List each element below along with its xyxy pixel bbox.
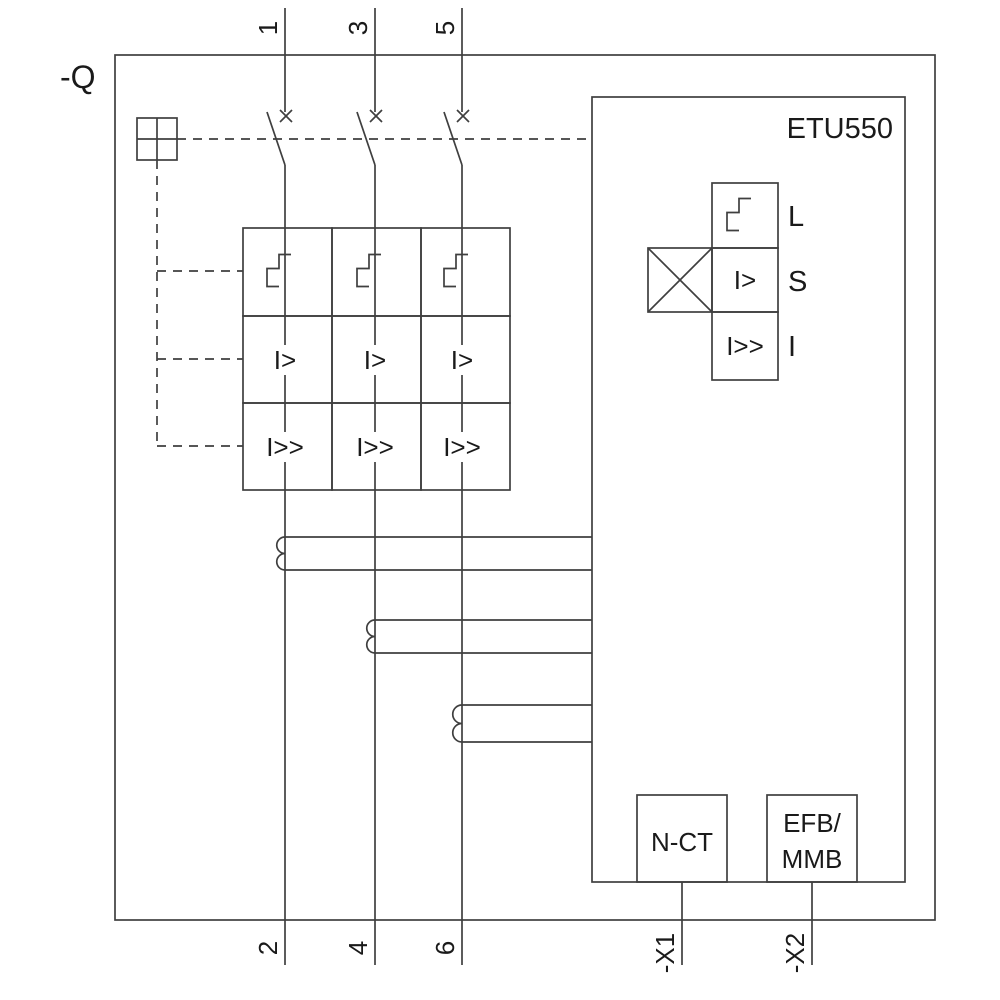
etu-instantaneous-symbol: I>> xyxy=(726,331,764,361)
overcurrent-symbol: I> xyxy=(451,345,473,375)
etu-short-time-symbol: I> xyxy=(734,265,756,295)
long-time-label: L xyxy=(788,201,804,233)
text-masks xyxy=(258,345,489,462)
labels: -Q ETU550 1 3 5 2 4 6 I> I> I> I>> I>> I… xyxy=(60,21,893,973)
efb-label: EFB/ xyxy=(783,808,842,838)
etu-outline xyxy=(591,96,906,883)
long-time-cell xyxy=(331,227,422,317)
inverse-time-curve-icon xyxy=(726,197,751,232)
long-time-cell xyxy=(242,227,333,317)
terminal-label-3: 3 xyxy=(343,21,373,35)
terminal-label-5: 5 xyxy=(430,21,460,35)
breaker-contact-icon xyxy=(266,111,286,166)
crossed-box-diagonal xyxy=(647,247,713,313)
overcurrent-symbol: I> xyxy=(274,345,296,375)
breaker-ref-label: -Q xyxy=(60,59,96,95)
terminal-label-x2: -X2 xyxy=(780,933,810,973)
text-mask xyxy=(435,432,489,462)
n-ct-label: N-CT xyxy=(651,827,713,857)
current-transformer-icon xyxy=(275,536,286,571)
short-circuit-symbol: I>> xyxy=(356,432,394,462)
phase-1 xyxy=(266,8,592,965)
phase-3 xyxy=(443,8,592,965)
breaker-cross-icon xyxy=(456,109,470,123)
current-transformer-icon xyxy=(451,704,463,743)
mechanical-coupling-lines xyxy=(156,138,592,447)
inverse-time-curve-icon xyxy=(266,253,291,288)
terminal-label-x1: -X1 xyxy=(650,933,680,973)
short-circuit-symbol: I>> xyxy=(443,432,481,462)
breaker-contact-icon xyxy=(443,111,463,166)
overcurrent-symbol: I> xyxy=(364,345,386,375)
instantaneous-label: I xyxy=(788,331,796,363)
etu-instantaneous-box xyxy=(711,311,779,381)
etu-long-time-box xyxy=(711,182,779,249)
short-circuit-symbol: I>> xyxy=(266,432,304,462)
long-time-cell xyxy=(420,227,511,317)
trip-unit-name-label: ETU550 xyxy=(787,113,893,145)
inverse-time-curve-icon xyxy=(356,253,381,288)
breaker-cross-icon xyxy=(369,109,383,123)
current-transformer-icon xyxy=(365,619,376,654)
text-mask xyxy=(440,345,484,375)
text-mask xyxy=(258,432,312,462)
terminal-label-1: 1 xyxy=(253,21,283,35)
phase-2 xyxy=(356,8,592,965)
text-mask xyxy=(353,345,397,375)
breaker-outline xyxy=(114,54,936,921)
linework xyxy=(114,8,936,965)
breaker-cross-icon xyxy=(279,109,293,123)
short-circuit-cell xyxy=(420,402,511,491)
trip-unit-box xyxy=(591,96,906,965)
trip-function-grid xyxy=(242,227,511,491)
mmb-label: MMB xyxy=(782,844,843,874)
terminal-label-4: 4 xyxy=(343,941,373,955)
operating-mechanism-icon xyxy=(136,117,178,161)
terminal-label-2: 2 xyxy=(253,941,283,955)
inverse-time-curve-icon xyxy=(443,253,468,288)
terminal-label-6: 6 xyxy=(430,941,460,955)
text-mask xyxy=(348,432,402,462)
short-time-label: S xyxy=(788,266,807,298)
text-mask xyxy=(263,345,307,375)
breaker-contact-icon xyxy=(356,111,376,166)
